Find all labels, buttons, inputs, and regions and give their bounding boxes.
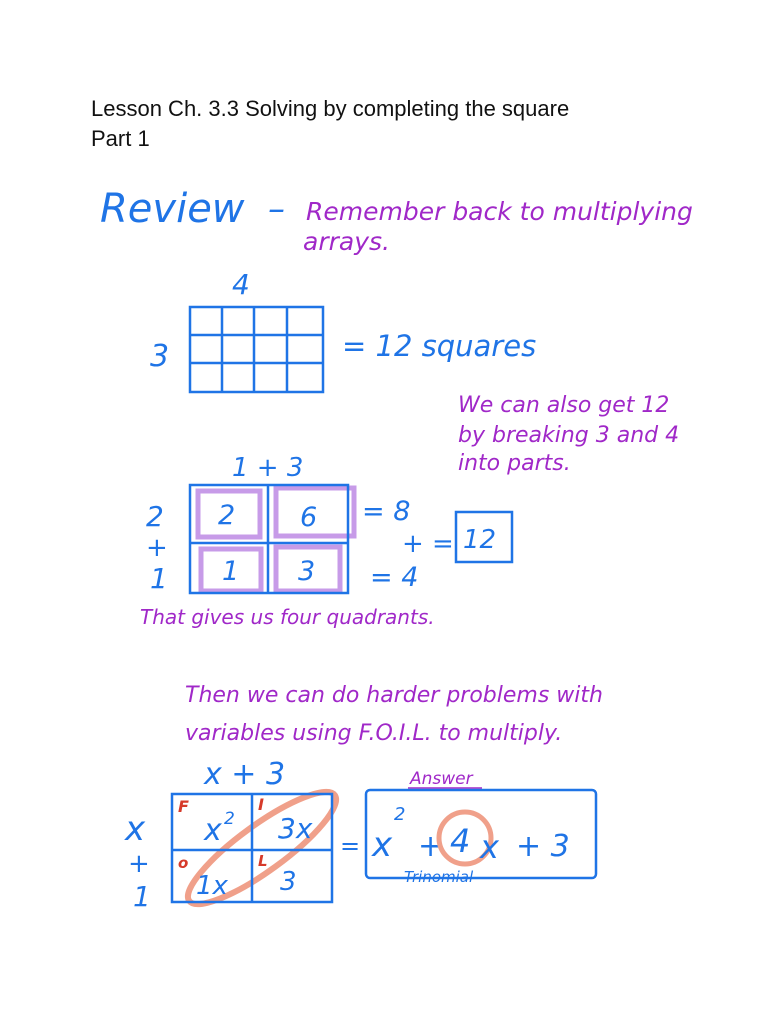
answer-4: 4	[450, 822, 470, 860]
array2-plus-eq: + =	[402, 529, 454, 559]
cell-1x: 1x	[196, 871, 229, 901]
review-dash: –	[268, 189, 285, 229]
array2-row1-sum: = 8	[362, 496, 410, 527]
corner-I: I	[258, 795, 264, 814]
array3-side-top: x	[124, 809, 146, 849]
lesson-title-line1: Lesson Ch. 3.3 Solving by completing the…	[91, 96, 570, 121]
array3-side-plus: +	[128, 849, 150, 879]
note-quadrants: That gives us four quadrants.	[140, 605, 435, 629]
cell-3: 3	[280, 867, 297, 897]
quadrant-highlight	[195, 488, 263, 540]
cell-3x: 3x	[278, 812, 313, 845]
array3-equals: =	[340, 832, 360, 860]
array2-total: 12	[463, 525, 496, 555]
note-foil-line2: variables using F.O.I.L. to multiply.	[185, 721, 562, 746]
array1-grid	[188, 305, 325, 394]
review-text-line1: Remember back to multiplying	[306, 197, 693, 226]
array1-top-label: 4	[232, 268, 250, 301]
note-foil-line1: Then we can do harder problems with	[185, 683, 603, 708]
array1-result: = 12 squares	[342, 329, 536, 363]
note-break-line3: into parts.	[458, 451, 571, 476]
array2-side-plus: +	[146, 533, 168, 563]
answer-label: Answer	[409, 769, 474, 789]
quadrant-highlight	[198, 546, 264, 594]
array2-cell: 1	[222, 556, 239, 587]
array2-cell: 2	[218, 500, 235, 531]
corner-F: F	[178, 797, 189, 816]
array2-cell: 3	[298, 556, 315, 587]
middle-term-highlight	[436, 809, 494, 867]
answer-box	[364, 788, 598, 880]
array2-cell: 6	[300, 502, 317, 533]
array1-side-label: 3	[150, 339, 169, 374]
corner-O: o	[178, 854, 188, 872]
cell-x: x	[203, 813, 222, 848]
answer-x-exponent: 2	[394, 804, 405, 825]
quadrant-highlight	[273, 485, 357, 539]
array2-side-top: 2	[146, 500, 164, 533]
lesson-title: Lesson Ch. 3.3 Solving by completing the…	[91, 94, 569, 154]
array2-side-bottom: 1	[150, 562, 168, 595]
corner-L: L	[258, 852, 268, 870]
note-break-line1: We can also get 12	[458, 393, 669, 418]
quadrant-highlight	[273, 544, 343, 594]
review-heading: Review	[100, 186, 245, 232]
array2-grid	[188, 483, 350, 595]
cell-x-exponent: 2	[224, 809, 235, 829]
lesson-title-line2: Part 1	[91, 126, 150, 151]
array2-row2-sum: = 4	[370, 562, 418, 593]
array3-top-label: x + 3	[203, 757, 285, 792]
answer-plus-3: + 3	[516, 829, 570, 864]
array1-frame	[188, 305, 325, 394]
answer-x: x	[371, 825, 393, 865]
array3-side-bottom: 1	[133, 880, 151, 913]
total-box	[454, 510, 514, 564]
answer-x2: x	[479, 828, 500, 866]
note-break-line2: by breaking 3 and 4	[458, 423, 679, 448]
array2-highlights	[195, 485, 357, 594]
review-text-line2: arrays.	[303, 227, 390, 256]
trinomial-label: Trinomial	[404, 868, 474, 886]
array3-grid	[170, 792, 334, 904]
array2-top-label: 1 + 3	[232, 453, 303, 483]
